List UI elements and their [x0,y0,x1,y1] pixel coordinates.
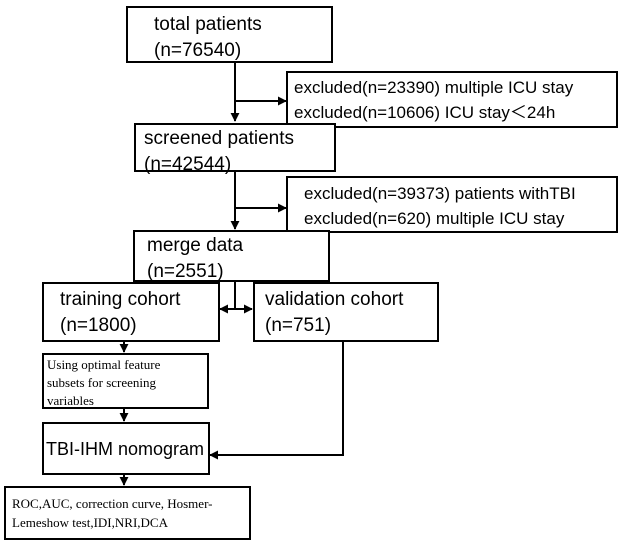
arrow-validation-to-nomogram [209,342,344,460]
evaluation-box: ROC,AUC, correction curve, Hosmer- Lemes… [4,486,251,540]
screened-patients-count: (n=42544) [144,154,232,175]
merge-data-count: (n=2551) [147,261,224,282]
validation-cohort-box: validation cohort (n=751) [253,282,439,342]
screened-patients-label: screened patients [144,128,294,149]
exclusion-box-1: excluded(n=23390) multiple ICU stay excl… [286,71,618,128]
feature-selection-box: Using optimal feature subsets for screen… [42,353,209,409]
total-patients-box: total patients (n=76540) [126,6,333,63]
merge-data-box: merge data (n=2551) [133,230,330,282]
exclusion-2-multiple-icu: excluded(n=620) multiple ICU stay [304,209,565,228]
total-patients-label: total patients [154,14,262,35]
validation-cohort-count: (n=751) [265,315,332,336]
total-patients-count: (n=76540) [154,40,242,61]
evaluation-line-2: Lemeshow test,IDI,NRI,DCA [12,515,168,530]
evaluation-line-1: ROC,AUC, correction curve, Hosmer- [12,496,213,511]
exclusion-1-short-stay: excluded(n=10606) ICU stay＜24h [294,103,556,122]
merge-data-label: merge data [147,235,244,256]
training-cohort-box: training cohort (n=1800) [42,282,220,342]
nomogram-label: TBI-IHM nomogram [46,439,205,459]
exclusion-box-2: excluded(n=39373) patients withTBI exclu… [286,176,618,233]
validation-cohort-label: validation cohort [265,289,404,310]
training-cohort-count: (n=1800) [60,315,137,336]
screened-patients-box: screened patients (n=42544) [134,123,336,175]
feature-selection-line-3: variables [47,393,94,408]
nomogram-box: TBI-IHM nomogram [42,422,210,475]
feature-selection-line-2: subsets for screening [47,375,157,390]
exclusion-2-tbi: excluded(n=39373) patients withTBI [304,184,576,203]
training-cohort-label: training cohort [60,289,181,310]
feature-selection-line-1: Using optimal feature [47,357,161,372]
exclusion-1-multiple-icu: excluded(n=23390) multiple ICU stay [294,78,574,97]
